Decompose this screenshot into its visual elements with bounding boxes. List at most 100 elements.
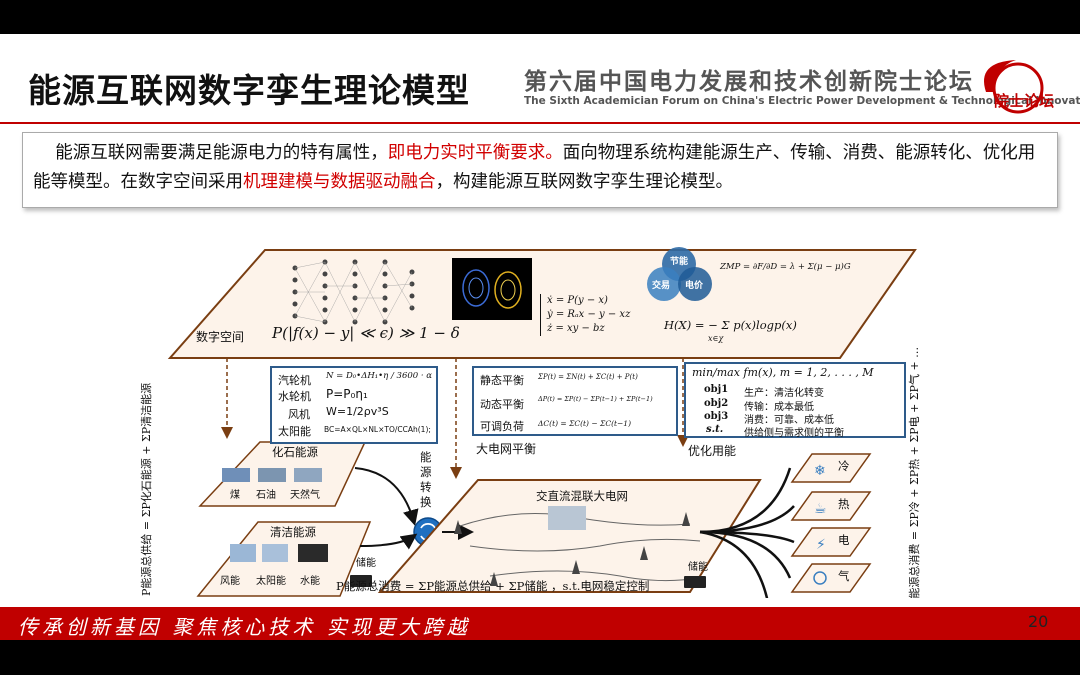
constraint-text: 供给侧与需求侧的平衡 (744, 428, 844, 439)
hydro-turbine-formula: P=P₀η₁ (326, 387, 368, 401)
lorenz-eq-3: ż = xy − bz (547, 323, 605, 334)
generation-model-box: 汽轮机 N = D₀•ΔH₁•η / 3600 · α 水轮机 P=P₀η₁ 风… (270, 366, 438, 444)
obj3-text: 消费：可靠、成本低 (744, 415, 834, 426)
optimization-box: min/max fm(x), m = 1, 2, . . . , M obj1 … (684, 362, 906, 439)
static-balance-formula: ΣP(t) = ΣN(t) + ΣC(t) + P(t) (538, 373, 638, 381)
header-divider (0, 122, 1080, 124)
grid-plane (377, 479, 762, 593)
lorenz-attractor-image (452, 258, 532, 320)
page-title: 能源互联网数字孪生理论模型 (28, 71, 470, 110)
page-number: 20 (1028, 612, 1049, 631)
hot-cup-icon: ☕ (814, 501, 827, 517)
solar-energy-label: 太阳能 (256, 576, 286, 587)
logo-swoosh-icon (984, 60, 1016, 92)
diagram-canvas: ❄ ☕ ⚡ P能源总供给 = ΣP化石能源 + ΣP清洁能源 P能源总消费 = … (139, 247, 921, 598)
supply-formula: P能源总供给 = ΣP化石能源 + ΣP清洁能源 (139, 383, 153, 596)
footer-motto: 传承创新基因 聚焦核心技术 实现更大跨越 (18, 615, 471, 639)
grid-title: 交直流混联大电网 (536, 489, 628, 503)
entropy-subscript: x∈χ (708, 334, 724, 343)
zmp-formula: ZMP = ∂F/∂D = λ + Σ(μ − μ)G (720, 262, 851, 272)
energy-conversion-label: 能源转换 (420, 450, 432, 509)
footer-bar (0, 607, 1080, 640)
storage-label-1: 储能 (356, 558, 376, 569)
optimization-caption: 优化用能 (688, 444, 737, 458)
logo-text: 院士论坛 (994, 92, 1054, 110)
adjustable-load-label: 可调负荷 (480, 420, 524, 433)
intro-textbox: 能源互联网需要满足能源电力的特有属性，即电力实时平衡要求。面向物理系统构建能源生… (22, 132, 1058, 208)
substation-image (548, 506, 586, 530)
lorenz-equations: ẋ = P(y − x) ẏ = Rₐx − y − xz ż = xy − b… (540, 294, 630, 336)
gas-use-label: 气 (838, 569, 850, 583)
total-balance-formula: P能源总消费 = ΣP能源总供给 + ΣP储能 ，s.t.电网稳定控制 (336, 579, 650, 593)
gas-image (294, 468, 322, 482)
wind-label: 风能 (220, 576, 240, 587)
intro-highlight-2: 机理建模与数据驱动融合 (243, 172, 436, 192)
solar-formula: BC=A×QL×NL×TO/CCAh(1); (324, 425, 431, 434)
constraint-key: s.t. (706, 424, 724, 435)
turbine-label: 汽轮机 (278, 374, 311, 387)
slide: 能源互联网数字孪生理论模型 第六届中国电力发展和技术创新院士论坛 The Six… (0, 34, 1080, 640)
clean-energy-title: 清洁能源 (270, 525, 316, 539)
intro-text-1: 能源互联网需要满足能源电力的特有属性， (55, 143, 388, 163)
digital-space-label: 数字空间 (196, 330, 245, 344)
venn-label-trading: 交易 (652, 281, 671, 291)
gauge-icon (813, 571, 827, 585)
oil-image (258, 468, 286, 482)
digital-twin-diagram: ❄ ☕ ⚡ P能源总供给 = ΣP化石能源 + ΣP清洁能源 P能源总消费 = … (0, 206, 1080, 623)
dynamic-balance-label: 动态平衡 (480, 398, 524, 411)
obj1-text: 生产：清洁化转变 (744, 388, 824, 399)
venn-diagram-icon (647, 247, 712, 301)
battery-icon-2 (684, 576, 706, 588)
hydro-turbine-label: 水轮机 (278, 390, 311, 403)
entropy-formula: H(X) = − Σ p(x)logp(x) (664, 318, 797, 332)
snowflake-icon: ❄ (814, 463, 826, 479)
lorenz-eq-1: ẋ = P(y − x) (547, 295, 608, 306)
forum-title-en: The Sixth Academician Forum on China's E… (524, 95, 1080, 107)
obj2-text: 传输：成本最低 (744, 402, 814, 413)
forum-title-cn: 第六届中国电力发展和技术创新院士论坛 (524, 69, 974, 95)
objective-function: min/max fm(x), m = 1, 2, . . . , M (692, 366, 874, 379)
solar-image (262, 544, 288, 562)
coal-label: 煤 (230, 490, 240, 501)
wind-turbine-formula: W=1/2ρv³S (326, 405, 389, 418)
electric-tile (790, 527, 872, 557)
wind-turbine-label: 风机 (288, 408, 310, 421)
obj1-key: obj1 (704, 384, 729, 395)
intro-highlight-1: 即电力实时平衡要求。 (387, 143, 563, 163)
grid-balance-caption: 大电网平衡 (476, 442, 537, 456)
intro-text-3: ，构建能源互联网数字孪生理论模型。 (435, 172, 734, 192)
grid-balance-box: 静态平衡 ΣP(t) = ΣN(t) + ΣC(t) + P(t) 动态平衡 Δ… (472, 366, 678, 436)
fossil-energy-title: 化石能源 (272, 445, 318, 459)
turbine-formula: N = D₀•ΔH₁•η / 3600 · α (326, 371, 433, 381)
coal-image (222, 468, 250, 482)
consumption-branches (699, 467, 795, 598)
venn-label-energy-saving: 节能 (670, 257, 689, 267)
electric-label: 电 (838, 533, 850, 547)
storage-label-2: 储能 (688, 562, 708, 573)
lorenz-eq-2: ẏ = Rₐx − y − xz (547, 309, 631, 320)
heat-label: 热 (838, 497, 850, 511)
hydro-label: 水能 (300, 576, 320, 587)
obj3-key: obj3 (704, 411, 729, 422)
static-balance-label: 静态平衡 (480, 374, 524, 387)
consumption-formula: P能源总消费 = ΣP冷 + ΣP热 + ΣP电 + ΣP气 + … (907, 347, 921, 598)
heat-tile (790, 491, 872, 521)
oil-label: 石油 (256, 490, 276, 501)
lightning-icon: ⚡ (816, 537, 826, 553)
solar-label: 太阳能 (278, 425, 311, 438)
adjustable-load-formula: ΔC(t) = ΣC(t) − ΣC(t−1) (538, 419, 631, 428)
hydro-image (298, 544, 328, 562)
neural-network-icon (292, 259, 415, 325)
logo-ring-icon (992, 62, 1044, 114)
learning-formula: P(|f(x) − y| ≪ ϵ) ≫ 1 − δ (272, 324, 460, 342)
dynamic-balance-formula: ΔP(t) = ΣP(t) − ΣP(t−1) + ΣP(t−1) (538, 395, 653, 403)
battery-icon-1 (350, 575, 372, 587)
forum-logo: 院士论坛 (984, 60, 1054, 114)
gas-label: 天然气 (290, 490, 320, 501)
cold-label: 冷 (838, 459, 850, 473)
wind-image (230, 544, 256, 562)
intro-text-2: 面向物理系统构建能源生产、传输、消费、能源转化、优化用能等模型。在数字空间采用 (33, 143, 1036, 192)
venn-label-price: 电价 (685, 281, 704, 291)
gas-tile (790, 563, 872, 593)
obj2-key: obj2 (704, 398, 729, 409)
